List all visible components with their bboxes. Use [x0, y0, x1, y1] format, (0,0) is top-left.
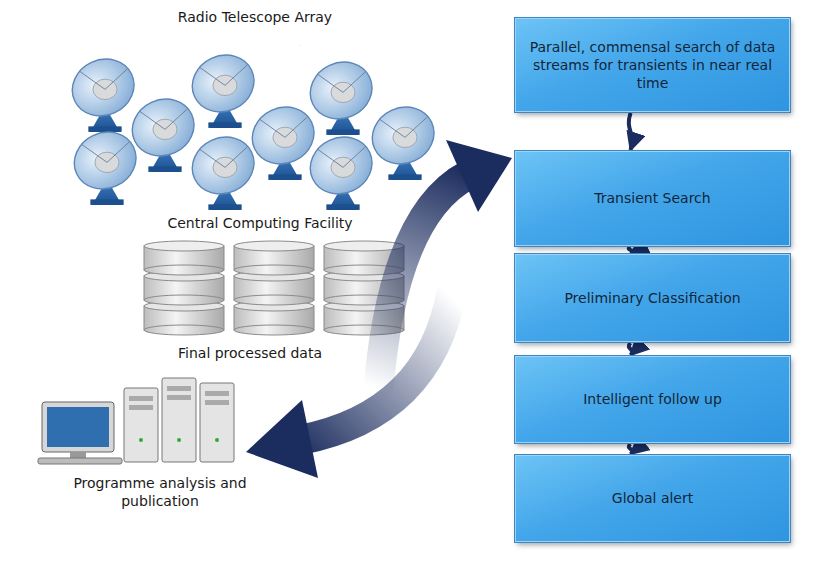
- flow-arrow: [629, 247, 632, 253]
- process-box: Preliminary Classification: [515, 254, 790, 342]
- computer-workstation: [38, 378, 234, 464]
- caption-label: Programme analysis and publication: [50, 474, 270, 510]
- process-box: Intelligent follow up: [515, 356, 790, 443]
- flow-arrow: [629, 444, 632, 454]
- database-stacks: [144, 241, 404, 335]
- box-text: Intelligent follow up: [583, 390, 722, 408]
- flow-arrow: [629, 343, 632, 355]
- box-text: Transient Search: [594, 189, 710, 207]
- process-box: Parallel, commensal search of data strea…: [515, 18, 790, 112]
- flow-arrow: [629, 113, 632, 150]
- box-text: Preliminary Classification: [564, 289, 740, 307]
- box-text: Parallel, commensal search of data strea…: [528, 38, 777, 93]
- process-box: Global alert: [515, 455, 790, 542]
- caption-label: Radio Telescope Array: [135, 8, 375, 26]
- box-text: Global alert: [612, 489, 693, 507]
- caption-label: Central Computing Facility: [130, 214, 390, 232]
- caption-label: Final processed data: [150, 344, 350, 362]
- telescope-array: [63, 45, 443, 210]
- process-box: Transient Search: [515, 151, 790, 246]
- flow-arrow-down: [246, 290, 452, 478]
